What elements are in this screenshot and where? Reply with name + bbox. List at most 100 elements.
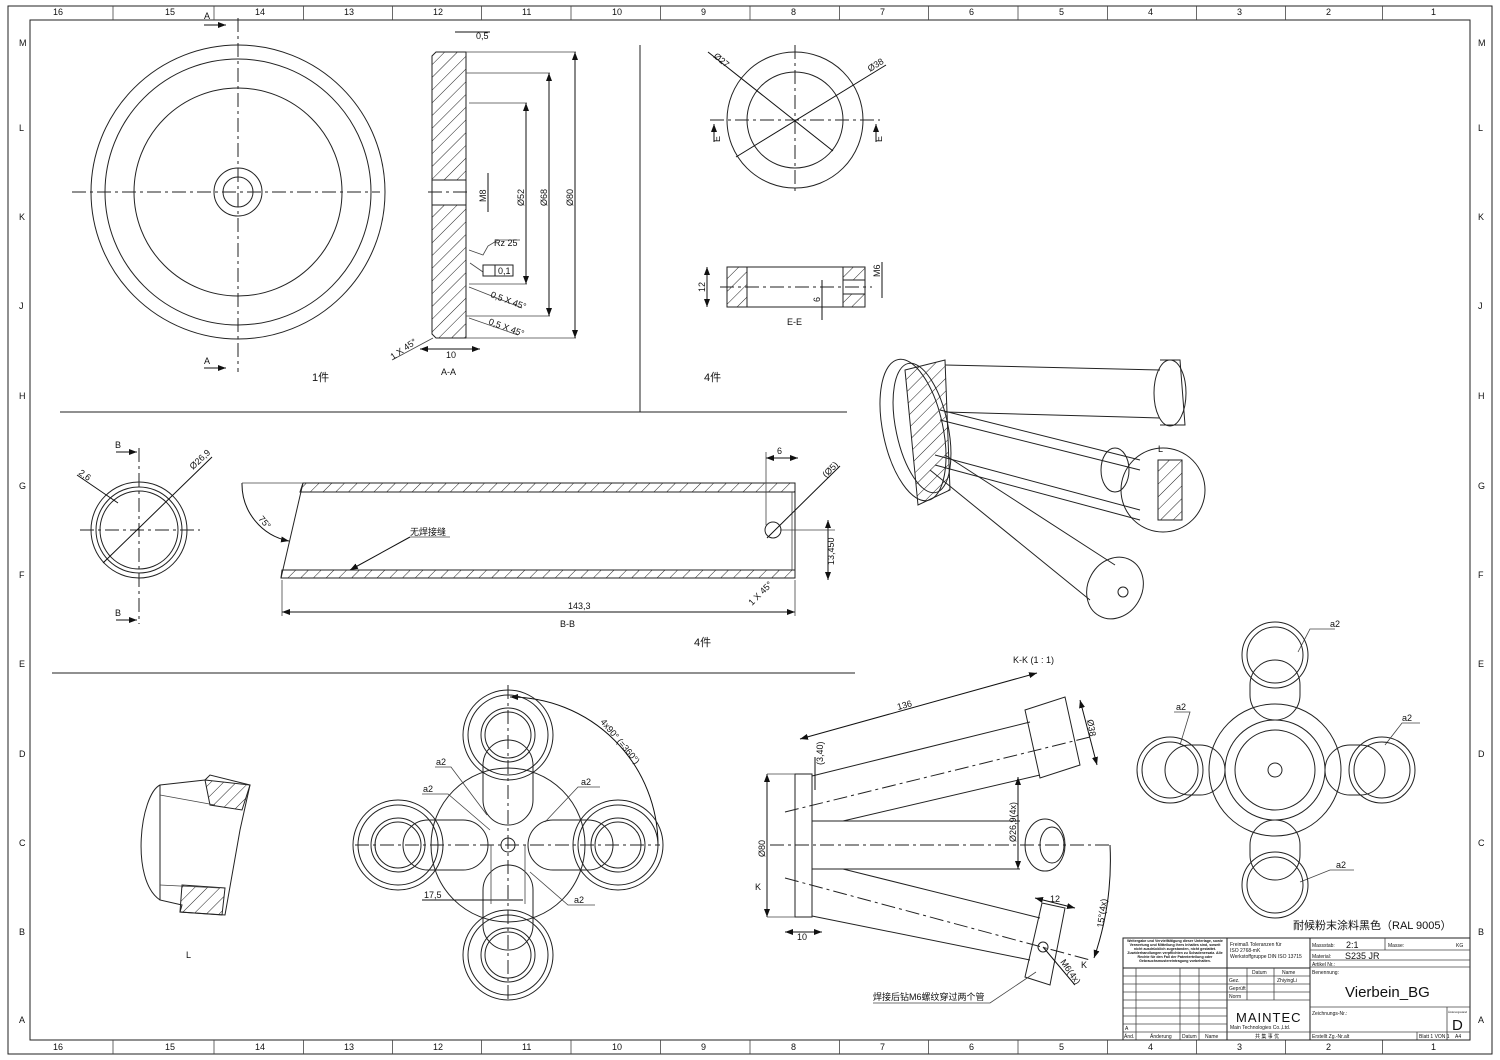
row-label: M [19,38,27,48]
chamfer-1: 0,5 X 45° [489,289,528,311]
title-block: Weitergabe und Vervielfältigung dieser U… [1122,937,1471,1041]
aenderungsstand-value: D [1452,1017,1463,1034]
dim-tube-diameter: Ø26,9 [188,447,213,471]
erstellt-label: Erstellt Zg.-Nr.alt [1312,1034,1350,1040]
row-label: A [19,1015,25,1025]
revision-letter: A [1125,1026,1129,1032]
tube-cap [462,909,554,1001]
row-label: F [1478,570,1484,580]
column-label: 15 [165,1042,175,1052]
flatness-tolerance: 0,1 [498,266,511,276]
dim-thread-m6: M6 [872,264,882,277]
dim-angle-75: 75° [256,514,273,531]
row-label: F [19,570,25,580]
tube-cap [1246,856,1304,914]
column-label: 16 [53,7,63,17]
column-label: 12 [433,1042,443,1052]
section-a-a-view: 0,5 M8 Ø52 Ø68 Ø80 Rz 25 0,1 0,5 X 45° 0… [388,31,578,377]
column-label: 10 [612,1042,622,1052]
row-label: K [19,212,25,222]
row-label: G [1478,481,1485,491]
section-mark-b-top: B [115,440,121,450]
column-labels: 1616151514141313121211111010998877665544… [53,6,1436,1054]
dim-hole-offset: 6 [777,446,782,456]
column-label: 11 [522,1042,531,1052]
material-value: S235 JR [1345,951,1380,961]
rev-col-aenderung: Änderung [1150,1033,1172,1040]
dim-length: 143,3 [568,601,591,611]
drawing-frame: 1616151514141313121211111010998877665544… [7,5,1493,1055]
row-label: D [19,749,26,759]
roughness-rz25: Rz 25 [494,238,518,248]
column-label: 13 [344,1042,354,1052]
tube-cap [1241,621,1309,689]
row-label: K [1478,212,1484,222]
datum-header: Datum [1252,970,1267,976]
column-label: 14 [255,1042,265,1052]
tube-cap [467,694,549,776]
assembly-top-view: a2 a2 a2 a2 [1136,619,1420,919]
drafter-name: ZhiyingLi [1277,978,1297,984]
weld-symbol-3: a2 [581,777,591,787]
note-drill-after-weld: 焊接后钻M6螺纹穿过两个管 [873,991,985,1002]
format-label: A4 [1455,1034,1461,1040]
column-label: 4 [1148,7,1153,17]
ring-view: Ø27 Ø38 E E 12 6 M6 E-E 4件 [697,45,887,384]
column-label: 4 [1148,1042,1153,1052]
artikel-label: Artikel Nr.: [1312,962,1335,968]
column-label: 2 [1326,1042,1331,1052]
weld-symbol-4: a2 [574,895,584,905]
row-label: A [1478,1015,1484,1025]
tube-arm [1324,744,1386,796]
tube-cap [374,821,422,869]
row-label: J [19,301,24,311]
quantity-label: 4件 [694,636,711,649]
benennung-label: Benennung: [1312,970,1339,976]
column-label: 9 [701,1042,706,1052]
rev-col-datum: Datum [1182,1034,1197,1040]
tube-end-view: 2,6 Ø26,9 B B [76,440,213,624]
detail-mark-l: L [1158,444,1163,454]
legal-notice: Weitergabe und Vervielfältigung dieser U… [1127,939,1223,963]
quantity-label: 1件 [312,371,329,384]
dim-thread: M6(4x) [1058,957,1082,986]
tube-cap [577,804,659,886]
rev-col-name: Name [1205,1034,1219,1040]
column-label: 3 [1237,1042,1242,1052]
tube-cap [370,817,426,873]
row-label: L [1478,123,1483,133]
tube-cap [1348,736,1416,804]
dim-cap-diameter: Ø38 [1085,719,1098,737]
column-label: 6 [969,1042,974,1052]
masse-unit: KG [1456,943,1463,949]
section-mark-a-bottom: A [204,356,210,366]
section-k-k-view: K-K (1 : 1) 136 (3,40) Ø38 Ø26,9(4x) Ø80… [755,655,1111,1004]
column-label: 5 [1059,7,1064,17]
row-label: L [19,123,24,133]
column-label: 8 [791,1042,796,1052]
column-label: 5 [1059,1042,1064,1052]
dim-d27: Ø27 [712,51,731,70]
tube-cap [480,927,536,983]
section-label-k-k: K-K (1 : 1) [1013,655,1054,665]
column-label: 7 [880,1042,885,1052]
dim-thickness: 10 [446,350,456,360]
column-label: 8 [791,7,796,17]
section-mark-a-top: A [204,11,210,21]
aenderungsstand-label: Änderungsstand [1448,1010,1467,1014]
chamfer-3: 1 X 45° [388,336,418,361]
tube-cap [484,711,532,759]
section-label-e-e: E-E [787,317,802,327]
column-label: 3 [1237,7,1242,17]
column-label: 1 [1431,7,1436,17]
tube-cap [480,707,536,763]
material-label: Material: [1312,954,1331,960]
row-label: J [1478,301,1483,311]
section-label-b-b: B-B [560,619,575,629]
tolerance-line-3: Werkstoffgruppe DIN ISO 13715 [1230,954,1302,960]
tube-cap [1246,626,1304,684]
tube-cap [462,689,554,781]
dim-length-136: 136 [896,698,913,712]
dim-hole-diameter: (Ø5) [820,460,840,480]
